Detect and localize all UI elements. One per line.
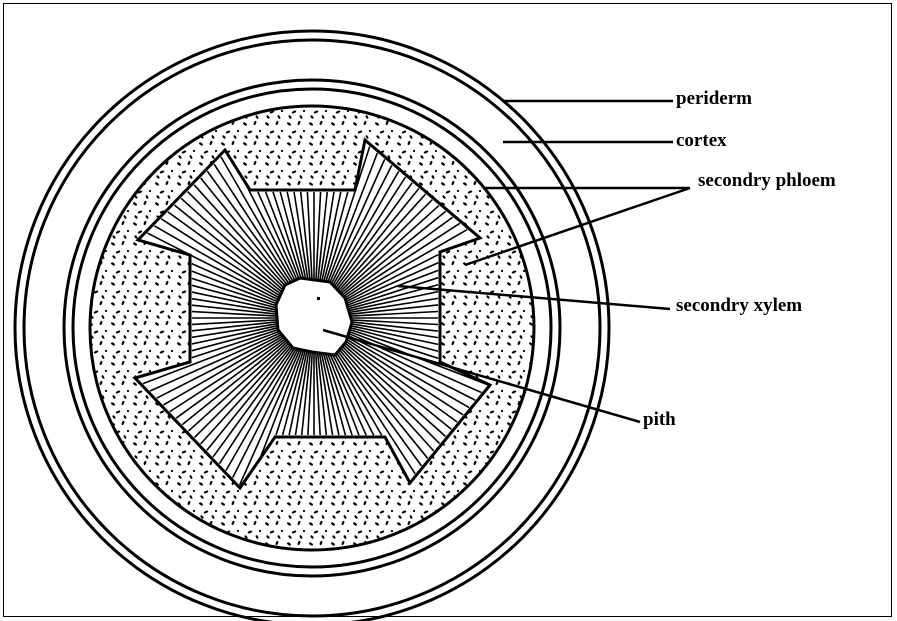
pith-dot	[317, 297, 320, 300]
label-cortex: cortex	[676, 130, 727, 151]
label-pith: pith	[643, 409, 676, 430]
label-secondary-xylem: secondry xylem	[676, 295, 802, 316]
label-secondary-phloem: secondry phloem	[698, 170, 836, 191]
label-periderm: periderm	[676, 88, 752, 109]
